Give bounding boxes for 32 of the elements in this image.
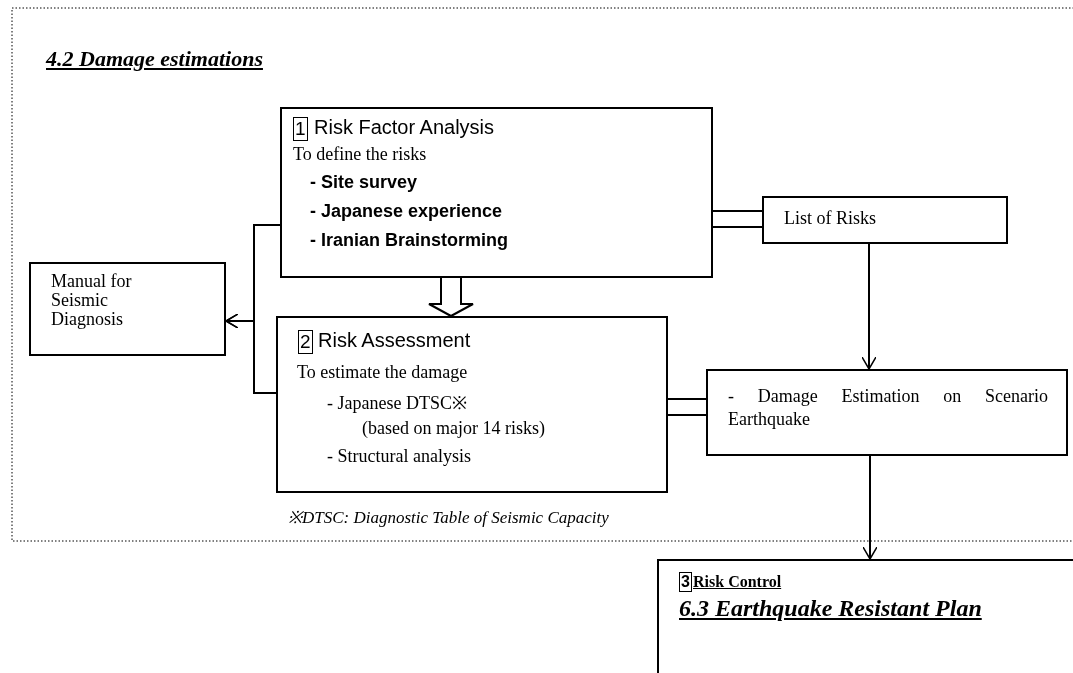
box-text: List of Risks bbox=[784, 208, 876, 229]
process-box bbox=[276, 316, 668, 493]
arrow bbox=[861, 243, 877, 370]
double-line-connector bbox=[712, 210, 763, 228]
box-heading: Risk Factor Analysis bbox=[314, 116, 495, 139]
bullet-item: - Japanese DTSC※ bbox=[327, 392, 467, 414]
box-heading: Risk Control bbox=[693, 573, 782, 591]
bullet-item: - Japanese experience bbox=[310, 201, 503, 222]
bullet-item: - Site survey bbox=[310, 172, 418, 193]
diagram-title: 4.2 Damage estimations bbox=[46, 46, 263, 72]
process-box bbox=[280, 107, 713, 278]
document-box bbox=[29, 262, 226, 356]
step-number: 3 bbox=[679, 572, 692, 592]
bullet-item: - Iranian Brainstorming bbox=[310, 230, 509, 251]
double-line-connector bbox=[667, 398, 707, 416]
step-number: 1 bbox=[293, 117, 308, 141]
box-text: Manual for Seismic Diagnosis bbox=[51, 272, 133, 329]
block-arrow bbox=[428, 277, 474, 318]
box-text: (based on major 14 risks) bbox=[362, 418, 545, 439]
process-box bbox=[762, 196, 1008, 244]
box-heading: Risk Assessment bbox=[318, 329, 471, 352]
process-box bbox=[657, 559, 1073, 673]
step-number: 2 bbox=[298, 330, 313, 354]
arrow bbox=[225, 313, 277, 394]
section-heading: 6.3 Earthquake Resistant Plan bbox=[679, 595, 982, 622]
arrow bbox=[862, 455, 878, 560]
process-box bbox=[706, 369, 1068, 456]
box-text: To estimate the damage bbox=[297, 362, 468, 383]
bullet-item: - Structural analysis bbox=[327, 446, 471, 467]
footnote: ※DTSC: Diagnostic Table of Seismic Capacity bbox=[288, 507, 609, 528]
box-text: To define the risks bbox=[293, 144, 427, 165]
box-text: - Damage Estimation on Scenario Earthquake bbox=[728, 385, 1048, 432]
